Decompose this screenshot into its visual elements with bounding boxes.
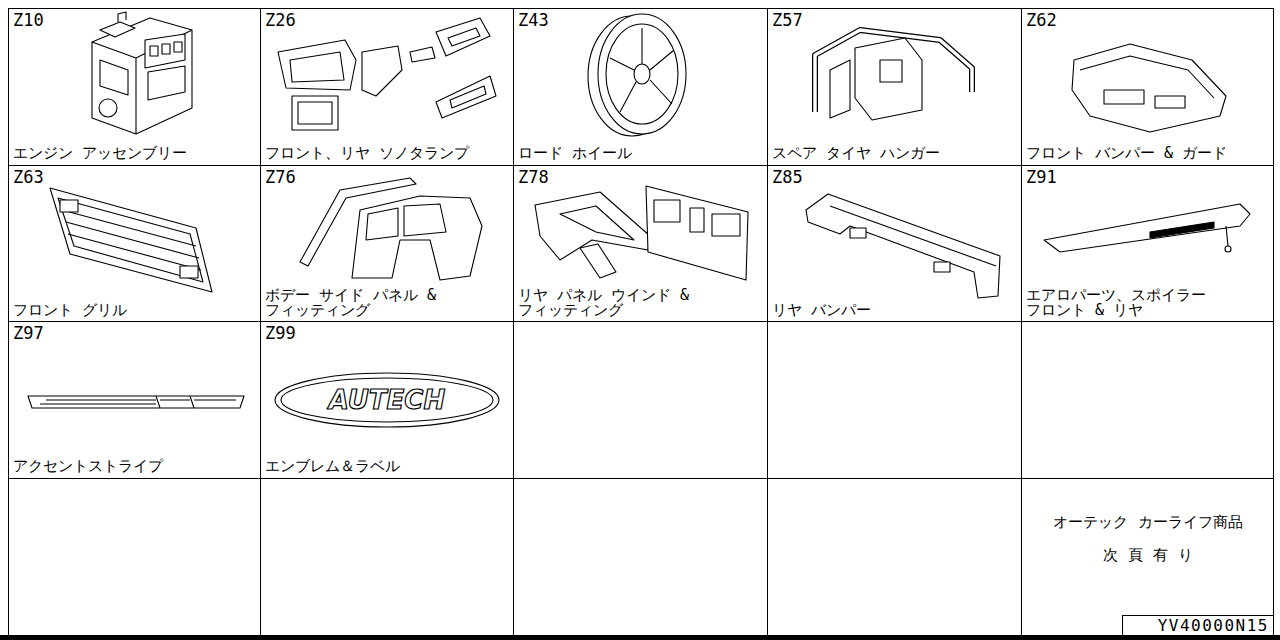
spoiler-illustration: [1044, 204, 1250, 252]
grid-frame: [9, 9, 1274, 636]
note-text: 次頁有り: [1103, 547, 1203, 564]
lamps-illustration: [278, 18, 496, 130]
grid-rows: [8, 166, 1274, 479]
side-panel-illustration: [300, 178, 482, 280]
section-code: Z91: [1026, 167, 1057, 187]
part-name: スペア タイヤ ハンガー: [772, 146, 1004, 162]
note-text: オーテック カーライフ商品: [1053, 514, 1242, 531]
part-name: エンジン アッセンブリー: [13, 146, 245, 162]
section-code: Z99: [265, 323, 296, 343]
emblem-text: AUTECH: [329, 387, 445, 413]
catalog-cell: Z78 リヤ パネル ウインド & フィッティング: [518, 167, 763, 319]
catalog-cell: Z26 フロント、リヤ ソノタランプ: [265, 10, 510, 162]
catalog-cell: Z91 エアロパーツ、スポイラー フロント & リヤ: [1026, 167, 1271, 319]
hanger-illustration: [815, 30, 972, 120]
catalog-cell: Z62 フロント バンパー & ガード: [1026, 10, 1271, 162]
catalog-cell: Z63 フロント グリル: [13, 167, 258, 319]
section-code: Z78: [518, 167, 549, 187]
part-name: フロント、リヤ ソノタランプ: [265, 146, 497, 162]
section-code: Z63: [13, 167, 44, 187]
section-code: Z76: [265, 167, 296, 187]
catalog-cell: Z10 エンジン アッセンブリー: [13, 10, 258, 162]
front-bumper-illustration: [1072, 44, 1226, 132]
stripe-illustration: [28, 396, 244, 408]
part-name: ロード ホイール: [518, 146, 750, 162]
part-name: アクセントストライプ: [13, 459, 245, 475]
section-code: Z10: [13, 10, 44, 30]
bottom-bar: [0, 635, 1280, 640]
section-code: Z85: [772, 167, 803, 187]
section-code: Z26: [265, 10, 296, 30]
drawing-number-box: YV40000N15: [1122, 615, 1274, 636]
catalog-cell: Z85 リヤ バンパー: [772, 167, 1017, 319]
part-name: エアロパーツ、スポイラー フロント & リヤ: [1026, 288, 1258, 319]
emblem-illustration: [275, 373, 499, 427]
catalog-cell: Z76 ボデー サイド パネル & フィッティング: [265, 167, 510, 319]
rear-bumper-illustration: [806, 194, 1000, 298]
catalog-cell: Z43 ロード ホイール: [518, 10, 763, 162]
part-name: ボデー サイド パネル & フィッティング: [265, 288, 497, 319]
wheel-illustration: [588, 14, 686, 136]
part-name: エンブレム＆ラベル: [265, 459, 497, 475]
part-name: フロント グリル: [13, 303, 245, 319]
catalog-cell: Z97 アクセントストライプ: [13, 323, 258, 475]
section-code: Z62: [1026, 10, 1057, 30]
grille-illustration: [50, 188, 212, 292]
grid-lines: [8, 8, 1274, 636]
rear-panel-illustration: [535, 186, 748, 280]
part-name: フロント バンパー & ガード: [1026, 146, 1258, 162]
catalog-cell: Z57 スペア タイヤ ハンガー: [772, 10, 1017, 162]
engine-illustration: [92, 12, 192, 134]
section-code: Z43: [518, 10, 549, 30]
part-name: リヤ バンパー: [772, 303, 1004, 319]
drawing-number: YV40000N15: [1158, 617, 1269, 635]
part-name: リヤ パネル ウインド & フィッティング: [518, 288, 750, 319]
note-cell: オーテック カーライフ商品次頁有り: [1025, 484, 1271, 594]
section-code: Z57: [772, 10, 803, 30]
section-code: Z97: [13, 323, 44, 343]
